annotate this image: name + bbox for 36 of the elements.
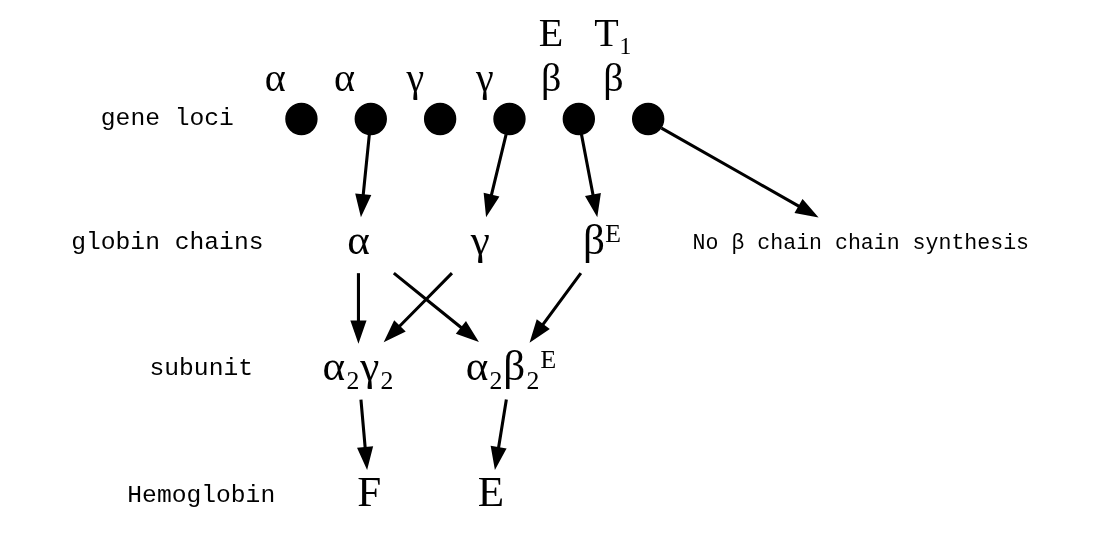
- node-text: α₂β₂ᴱ: [465, 342, 556, 390]
- arrow: [392, 271, 479, 342]
- node-text: E: [477, 468, 504, 516]
- arrow: [354, 134, 371, 218]
- node-text: No β chain chain synthesis: [692, 230, 1029, 255]
- node-label: γ: [406, 54, 424, 100]
- node-circle: [492, 102, 526, 136]
- label: globin chains: [70, 227, 263, 256]
- node-label: β: [602, 54, 624, 100]
- node-circle: [562, 102, 595, 136]
- node-label: γ: [475, 54, 494, 100]
- node-circle: [354, 102, 387, 136]
- node-label: α: [333, 54, 355, 100]
- arrow: [490, 399, 508, 470]
- node-text: α₂γ₂: [322, 342, 394, 390]
- arrow: [579, 134, 601, 218]
- arrow: [383, 272, 453, 343]
- arrow: [349, 273, 367, 344]
- node-circle: [631, 102, 664, 136]
- arrow: [529, 272, 582, 343]
- node-circle: [284, 102, 318, 136]
- node-circle: [423, 102, 456, 136]
- node-label: T₁: [593, 10, 633, 56]
- arrow: [483, 134, 508, 218]
- arrow: [356, 399, 373, 470]
- label: Hemoglobin: [126, 480, 275, 509]
- node-text: γ: [470, 215, 490, 263]
- node-label: β: [540, 54, 561, 100]
- label: gene loci: [100, 103, 234, 132]
- node-text: F: [356, 468, 381, 516]
- arrow: [660, 126, 819, 218]
- label: subunit: [149, 354, 253, 383]
- node-label: α: [264, 54, 286, 100]
- node-text: βᴱ: [582, 215, 621, 263]
- node-label: E: [538, 10, 563, 56]
- node-text: α: [346, 215, 370, 263]
